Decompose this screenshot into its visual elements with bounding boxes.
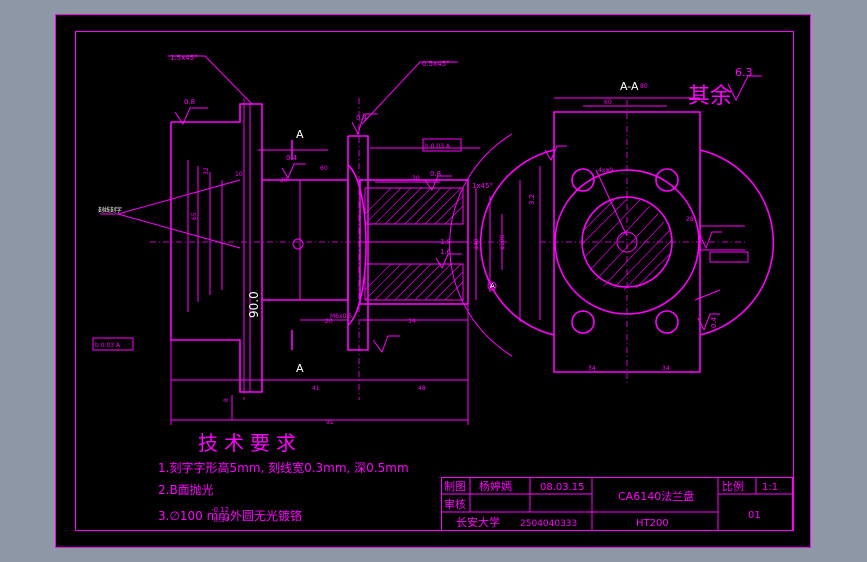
title-block	[441, 477, 793, 531]
side-view	[92, 55, 510, 425]
section-view	[449, 75, 775, 385]
outer-border	[55, 14, 811, 548]
sheet-background	[55, 14, 811, 548]
inner-border	[75, 31, 794, 531]
